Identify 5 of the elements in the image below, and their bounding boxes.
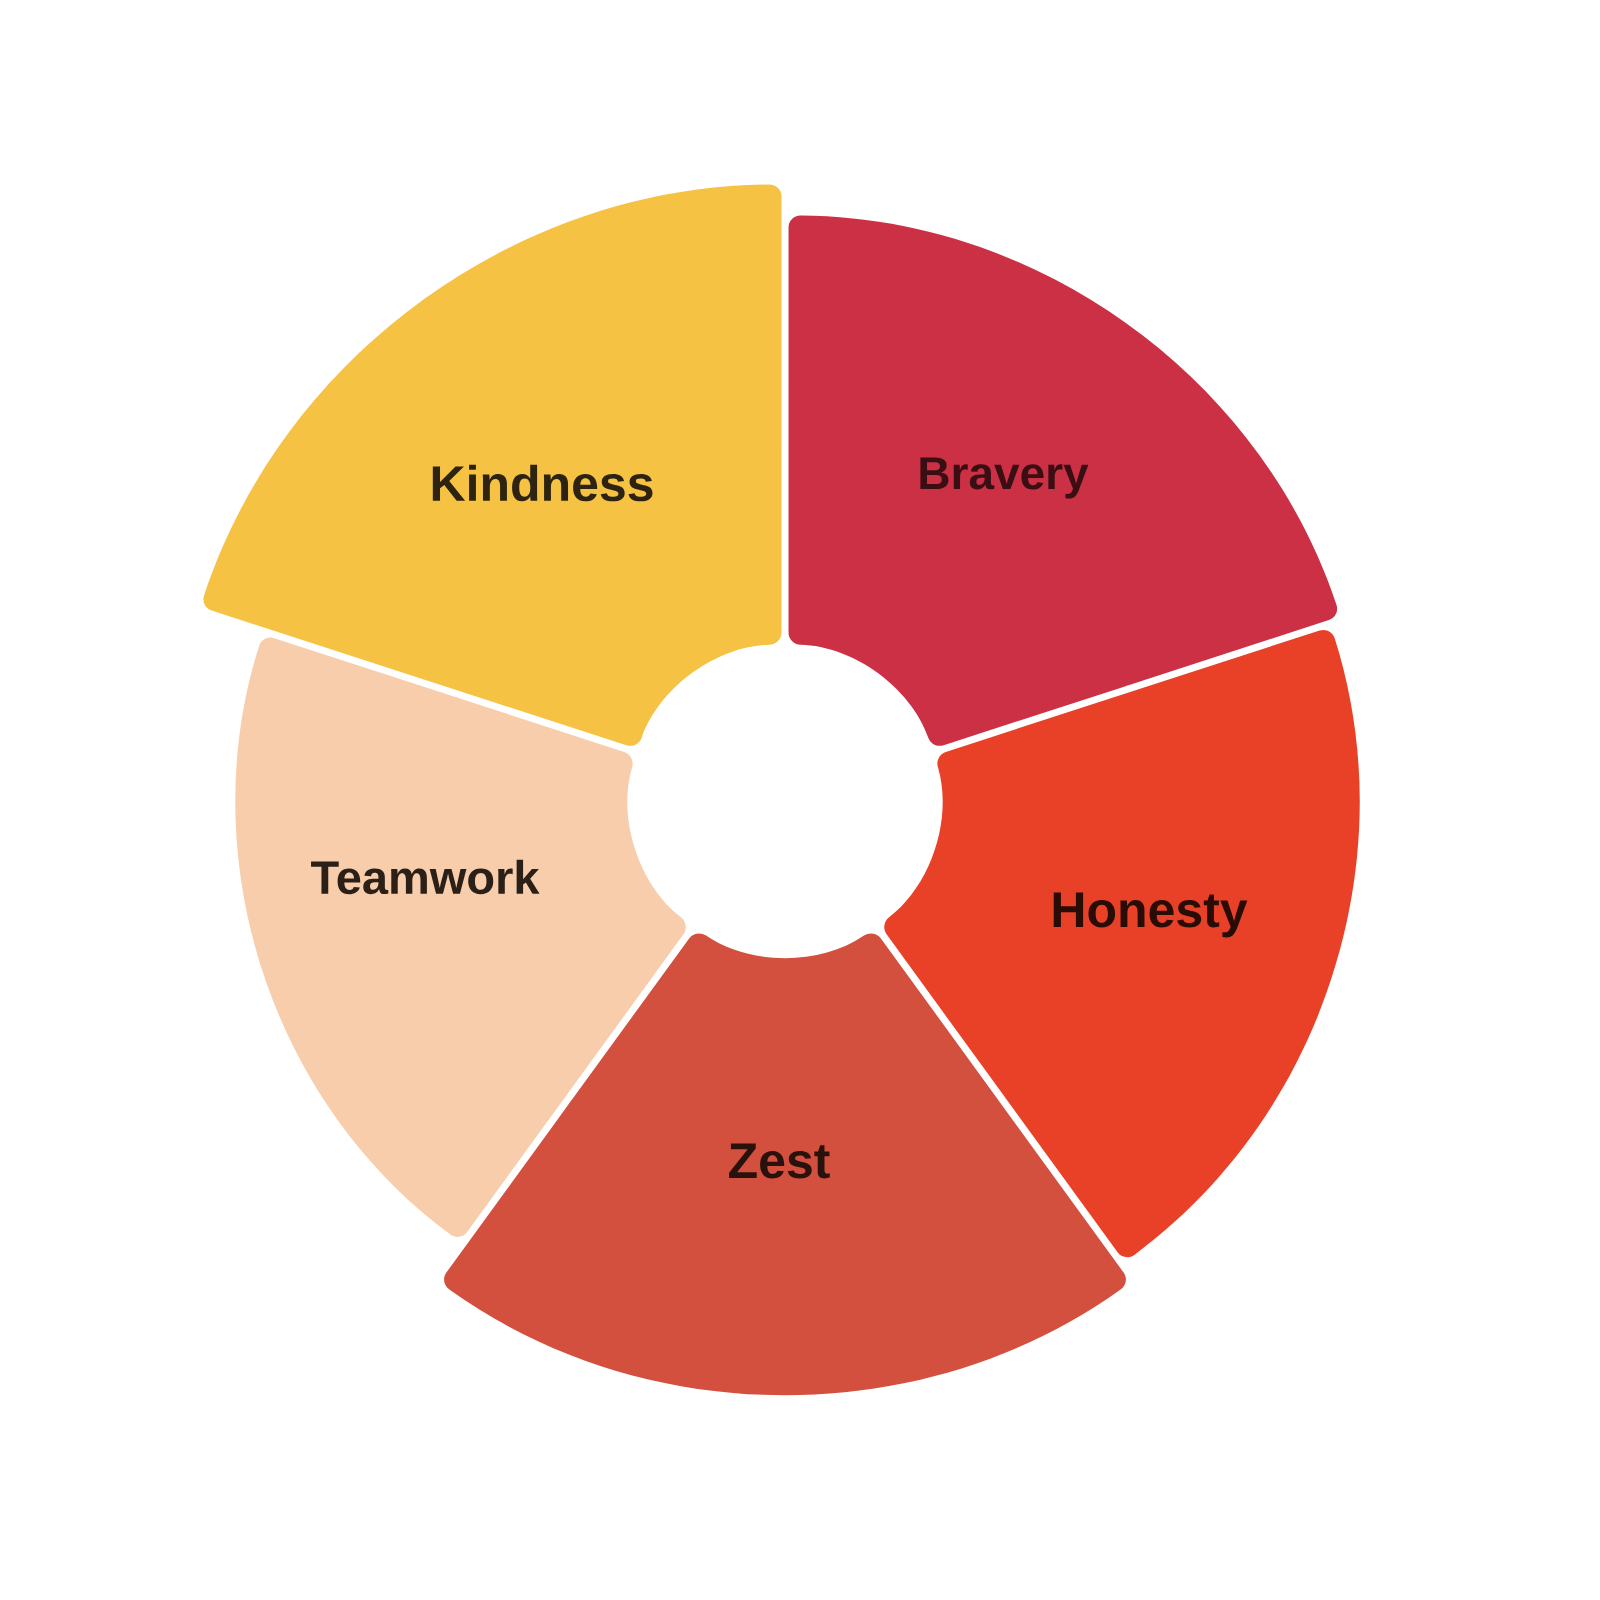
donut-segment: Zest (444, 933, 1126, 1396)
donut-segment: Honesty (884, 629, 1360, 1258)
donut-segment: Kindness (203, 184, 782, 746)
donut-segment: Bravery (788, 215, 1338, 746)
donut-segment: Teamwork (235, 637, 686, 1237)
